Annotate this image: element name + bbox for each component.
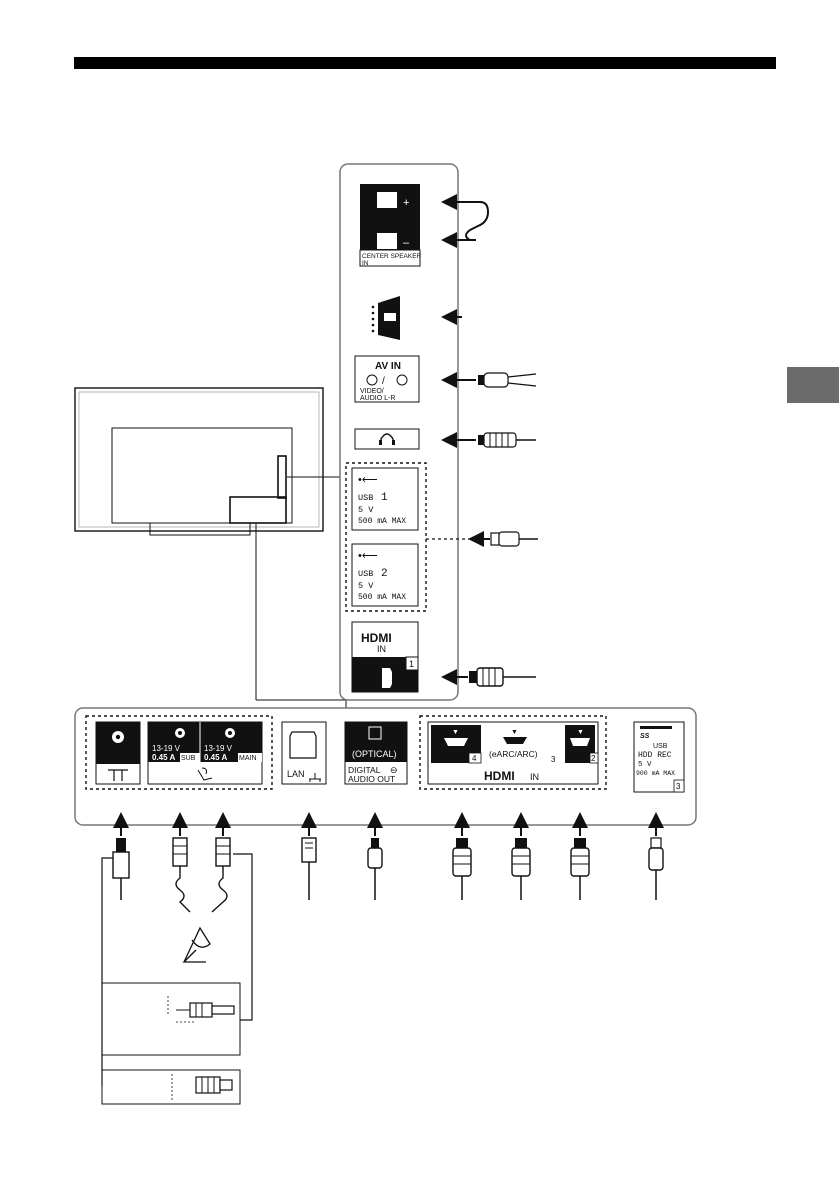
hdmi2-number: 2 bbox=[591, 754, 596, 763]
usb2-number: 2 bbox=[381, 568, 388, 580]
usb1-name: USB bbox=[358, 493, 373, 503]
optical-label: (OPTICAL) bbox=[352, 749, 397, 759]
usb-cable bbox=[472, 532, 538, 546]
usb1-voltage: 5 V bbox=[358, 505, 374, 515]
usb2-name: USB bbox=[358, 569, 373, 579]
speaker-cable bbox=[445, 202, 488, 240]
usb1-number: 1 bbox=[381, 492, 388, 504]
usb2-port[interactable]: •⟵ USB 2 5 V 500 mA MAX bbox=[352, 544, 418, 606]
hdmi1-number: 1 bbox=[409, 659, 414, 669]
header-rule bbox=[74, 57, 776, 69]
hdmi4-number: 4 bbox=[472, 754, 477, 763]
bottom-arrows bbox=[121, 816, 656, 836]
center-speaker-terminal[interactable]: + – CENTER SPEAKER IN bbox=[360, 184, 422, 267]
sat-sub-voltage: 13-19 V bbox=[152, 744, 181, 753]
usb2-current: 500 mA MAX bbox=[358, 593, 406, 602]
sat-sub-current: 0.45 A bbox=[152, 753, 175, 762]
headphone-port[interactable] bbox=[355, 429, 419, 449]
hdmi3-number: 3 bbox=[551, 755, 556, 764]
satellite-cables bbox=[173, 838, 230, 962]
tv-rear-illustration bbox=[75, 388, 346, 708]
audio-out-label: AUDIO OUT bbox=[348, 774, 395, 784]
hdmi-logo: HDMI bbox=[484, 769, 515, 783]
satellite-dish-icon bbox=[198, 768, 212, 780]
ir-blaster-port[interactable] bbox=[372, 296, 400, 340]
antenna-cable bbox=[113, 838, 129, 900]
usb1-current: 500 mA MAX bbox=[358, 517, 406, 526]
hdmi4-arrow-icon: ▼ bbox=[452, 729, 459, 736]
av-in-label-video: VIDEO/ bbox=[360, 388, 384, 395]
hdmi1-in: IN bbox=[377, 644, 386, 654]
lan-port[interactable]: LAN bbox=[282, 722, 326, 784]
hdmi-ports[interactable]: ▼ 4 ▼ (eARC/ARC) 3 ▼ 2 HDMI IN bbox=[428, 722, 598, 784]
coax-plug-detail bbox=[102, 854, 252, 1104]
av-in-label-audio: AUDIO L-R bbox=[360, 395, 395, 402]
satellite-ports[interactable]: 13-19 V 0.45 A SUB 13-19 V 0.45 A MAIN bbox=[148, 722, 262, 784]
av-in-slash: / bbox=[382, 376, 385, 387]
earc-label: (eARC/ARC) bbox=[489, 749, 538, 759]
usb3-hdd-rec: HDD REC bbox=[638, 751, 672, 760]
speaker-minus-label: – bbox=[403, 237, 410, 249]
center-speaker-in-label: IN bbox=[362, 260, 369, 267]
antenna-icon bbox=[108, 770, 128, 781]
center-speaker-label: CENTER SPEAKER bbox=[362, 253, 422, 260]
hdmi1-logo: HDMI bbox=[361, 631, 392, 645]
usb3-current: 900 mA MAX bbox=[636, 770, 675, 777]
speaker-plus-label: + bbox=[403, 197, 409, 209]
usb3-port[interactable]: SS USB HDD REC 5 V 900 mA MAX 3 bbox=[634, 722, 684, 792]
lan-label: LAN bbox=[287, 769, 305, 779]
lan-cable bbox=[302, 838, 316, 900]
av-in-port[interactable]: AV IN / VIDEO/ AUDIO L-R bbox=[355, 356, 419, 402]
sat-sub-label: SUB bbox=[181, 755, 196, 762]
hdmi3-port[interactable]: ▼ (eARC/ARC) 3 bbox=[489, 729, 556, 764]
hdmi2-arrow-icon: ▼ bbox=[577, 729, 584, 736]
usb1-icon: •⟵ bbox=[358, 474, 378, 486]
av-in-title: AV IN bbox=[375, 361, 401, 372]
usb3-logo: SS bbox=[640, 733, 650, 740]
optical-port[interactable]: (OPTICAL) DIGITAL ⊖ AUDIO OUT bbox=[345, 722, 407, 784]
sat-main-label: MAIN bbox=[239, 755, 257, 762]
usb3-name: USB bbox=[653, 743, 668, 750]
usb3-number: 3 bbox=[676, 782, 681, 791]
sat-main-current: 0.45 A bbox=[204, 753, 227, 762]
sat-main-voltage: 13-19 V bbox=[204, 744, 233, 753]
hdmi-cables bbox=[453, 838, 589, 900]
hdmi1-port[interactable]: HDMI IN 1 bbox=[352, 622, 418, 692]
usb3-voltage: 5 V bbox=[638, 761, 652, 769]
usb3-cable bbox=[649, 838, 663, 900]
usb2-voltage: 5 V bbox=[358, 581, 374, 591]
section-tab bbox=[787, 367, 839, 403]
usb1-port[interactable]: •⟵ USB 1 5 V 500 mA MAX bbox=[352, 468, 418, 530]
antenna-port[interactable] bbox=[96, 722, 140, 784]
network-icon bbox=[309, 773, 321, 782]
hdmi3-arrow-icon: ▼ bbox=[511, 729, 518, 736]
usb2-icon: •⟵ bbox=[358, 550, 378, 562]
satellite-dish-illustration bbox=[184, 928, 210, 962]
hdmi-in-label: IN bbox=[530, 772, 539, 782]
optical-cable bbox=[368, 838, 382, 900]
